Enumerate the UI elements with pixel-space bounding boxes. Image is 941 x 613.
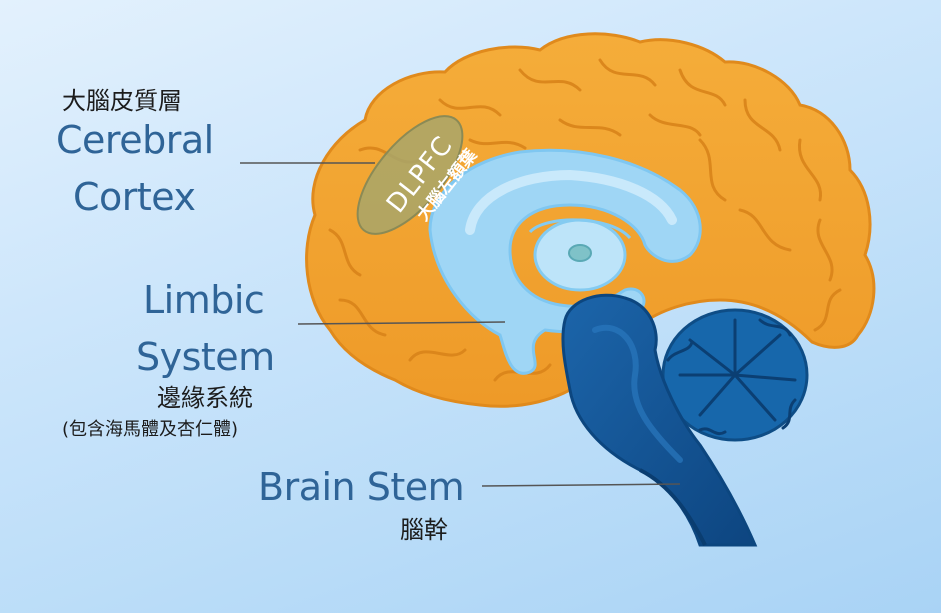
cortex-en-line1: Cerebral xyxy=(56,118,214,162)
leader-lines xyxy=(240,162,681,487)
limbic-en-line1: Limbic xyxy=(143,278,265,322)
cortex-zh-label: 大腦皮質層 xyxy=(62,87,182,115)
limbic-en-line2: System xyxy=(136,335,275,379)
stem-zh-label: 腦幹 xyxy=(400,516,448,544)
stem-leader-line xyxy=(481,483,681,487)
limbic-zh-label: 邊緣系統 xyxy=(157,384,253,412)
limbic-leader-line xyxy=(297,321,506,325)
brain-stem xyxy=(561,293,758,547)
dlpfc-region xyxy=(356,115,464,235)
limbic-note-label: (包含海馬體及杏仁體) xyxy=(62,419,239,440)
cerebellum xyxy=(661,308,809,442)
limbic-system xyxy=(428,148,702,375)
cortex-en-line2: Cortex xyxy=(73,175,196,219)
stem-en-label: Brain Stem xyxy=(258,465,465,509)
